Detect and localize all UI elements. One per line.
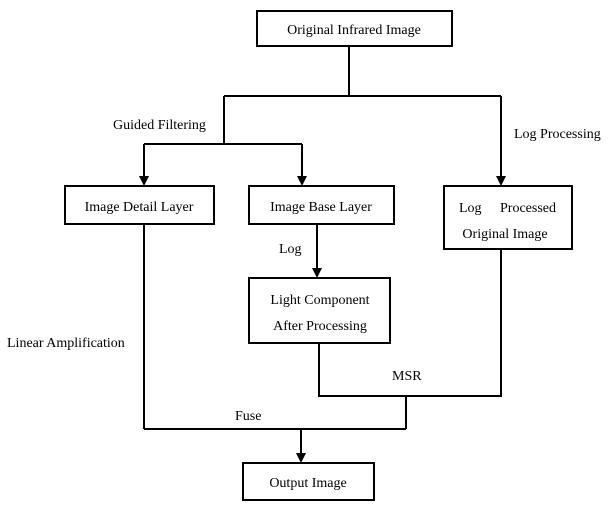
node-light-label-line1: Light Component xyxy=(270,293,369,308)
node-logproc-label-right: Processed xyxy=(500,201,556,216)
label-log-processing: Log Processing xyxy=(514,127,601,142)
connector-logproc-to-msr xyxy=(406,249,502,397)
arrowhead-to-output xyxy=(296,453,306,463)
node-output-image: Output Image xyxy=(242,462,375,501)
node-light-label-line2: After Processing xyxy=(273,319,367,334)
arrowhead-to-light xyxy=(312,268,322,278)
label-fuse: Fuse xyxy=(235,409,261,424)
label-msr: MSR xyxy=(392,369,422,384)
node-logproc-label-left: Log xyxy=(459,201,482,216)
node-original-label: Original Infrared Image xyxy=(287,23,421,38)
node-log-processed-original-image: Log Processed Original Image xyxy=(443,185,573,250)
node-detail-label: Image Detail Layer xyxy=(85,200,194,215)
label-guided-filtering: Guided Filtering xyxy=(113,118,206,133)
node-output-label: Output Image xyxy=(269,476,346,491)
node-original-infrared-image: Original Infrared Image xyxy=(256,10,453,47)
node-logproc-label-line2: Original Image xyxy=(462,227,547,242)
label-log: Log xyxy=(279,242,302,257)
connector-light-to-msr xyxy=(318,343,406,397)
node-image-base-layer: Image Base Layer xyxy=(248,185,395,225)
node-base-label: Image Base Layer xyxy=(270,200,372,215)
node-image-detail-layer: Image Detail Layer xyxy=(64,185,215,225)
label-linear-amplification: Linear Amplification xyxy=(7,336,125,351)
arrowhead-to-detail xyxy=(139,176,149,186)
arrowhead-to-base xyxy=(297,176,307,186)
arrowhead-to-log-processed xyxy=(496,176,506,186)
node-light-component: Light Component After Processing xyxy=(248,277,391,344)
